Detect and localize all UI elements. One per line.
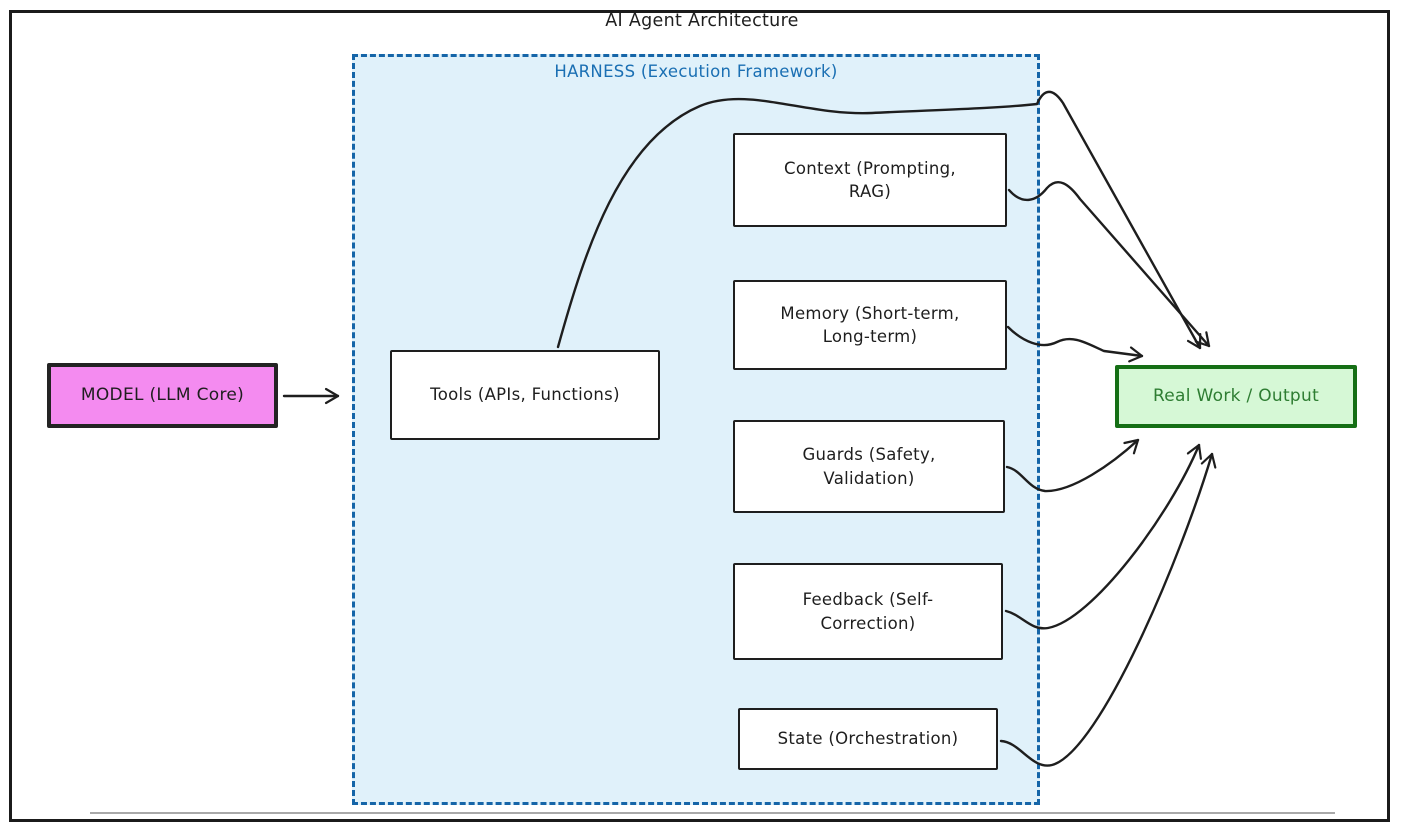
guards-node-label: Guards (Safety, Validation) [802,445,936,488]
harness-label: HARNESS (Execution Framework) [554,62,838,81]
model-node-label: MODEL (LLM Core) [80,384,245,405]
diagram-title: AI Agent Architecture [605,11,799,31]
state-node: State (Orchestration) [738,708,998,770]
frame-sketch-line [90,812,1335,814]
memory-node-label: Memory (Short-term, Long-term) [780,303,960,346]
memory-node: Memory (Short-term, Long-term) [733,280,1007,370]
output-node: Real Work / Output [1115,365,1357,428]
outer-frame [9,10,1390,822]
output-node-label: Real Work / Output [1152,385,1320,406]
context-node: Context (Prompting, RAG) [733,133,1007,227]
tools-node-label: Tools (APIs, Functions) [430,385,620,405]
state-node-label: State (Orchestration) [777,729,959,749]
guards-node: Guards (Safety, Validation) [733,420,1005,513]
context-node-label: Context (Prompting, RAG) [784,158,956,201]
model-node: MODEL (LLM Core) [47,363,278,428]
tools-node: Tools (APIs, Functions) [390,350,660,440]
feedback-node-label: Feedback (Self-Correction) [802,590,934,633]
feedback-node: Feedback (Self-Correction) [733,563,1003,660]
